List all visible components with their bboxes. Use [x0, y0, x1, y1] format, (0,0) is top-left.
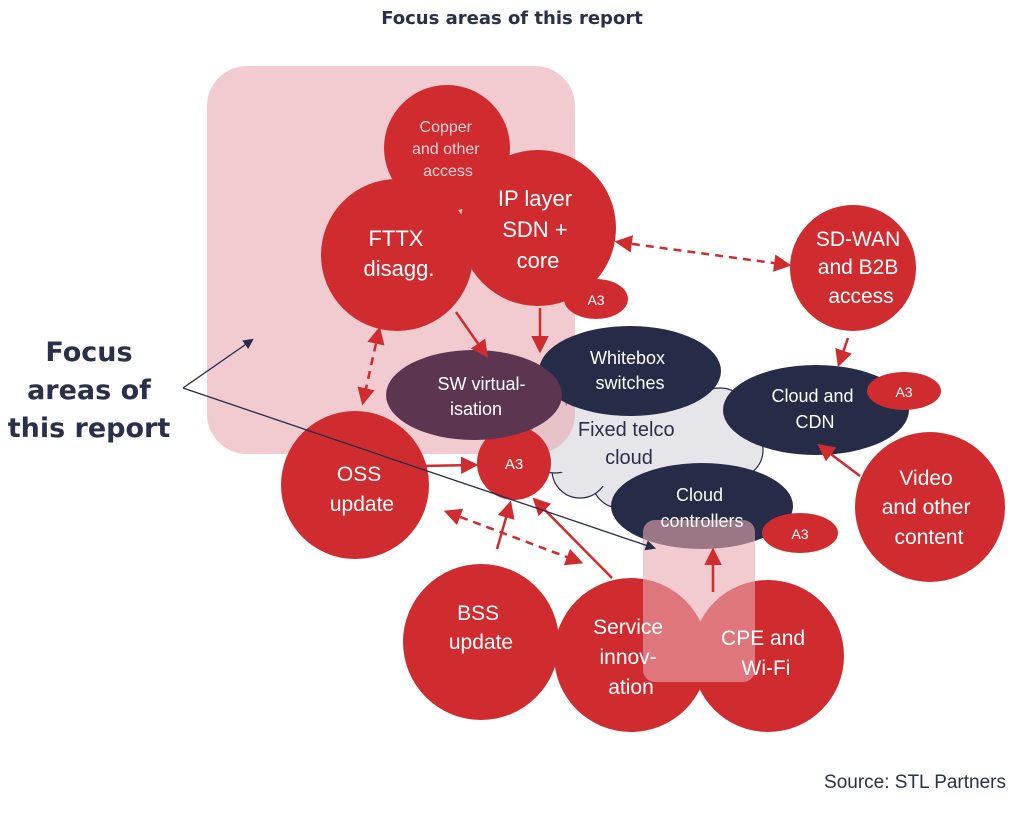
arrow-bss-to-a3 — [495, 500, 515, 550]
node-sw-virtualisation — [386, 350, 562, 440]
node-ip-layer — [460, 150, 616, 306]
arrow-fttx-to-sw — [454, 311, 489, 358]
label-a3-center: A3 — [505, 456, 523, 473]
label-bss: BSS update — [449, 602, 513, 654]
label-copper: Copper and other access — [412, 119, 484, 180]
label-ip-layer: IP layer SDN + core — [498, 186, 578, 273]
arrow-oss-to-a3 — [419, 456, 479, 475]
dashed-arrow-fttx-oss — [357, 326, 385, 406]
chart-title: Focus areas of this report — [381, 8, 643, 29]
label-sw-virtualisation: SW virtual- isation — [437, 374, 530, 419]
pointer-to-small-box — [182, 387, 656, 551]
label-cloud-controllers: Cloud controllers — [660, 485, 743, 531]
label-service: Service innov- ation — [593, 616, 669, 699]
label-a3-cdn: A3 — [895, 384, 912, 400]
label-fixed-cloud: Fixed telco cloud — [578, 419, 680, 469]
badge-a3-controllers — [762, 513, 838, 553]
focus-areas-label: Focus areas of this report — [6, 334, 172, 448]
label-a3-ip: A3 — [587, 292, 604, 308]
node-video — [855, 432, 1005, 582]
arrow-sdwan-to-cdn — [835, 337, 852, 368]
source-note: Source: STL Partners — [824, 772, 1006, 793]
label-a3-controllers: A3 — [791, 526, 808, 542]
node-whitebox — [539, 326, 721, 416]
node-fttx — [321, 179, 473, 331]
badge-a3-cdn — [867, 372, 941, 410]
pointer-to-main-box — [182, 338, 254, 389]
badge-a3-ip — [564, 279, 628, 319]
node-bss — [403, 564, 559, 720]
focus-label-line-3: this report — [7, 413, 171, 444]
node-oss — [281, 411, 429, 559]
label-cpe: CPE and Wi-Fi — [721, 627, 811, 680]
node-cloud-cdn — [723, 365, 909, 455]
label-cloud-cdn: Cloud and CDN — [771, 386, 858, 432]
focus-label-line-1: Focus — [45, 337, 133, 368]
label-whitebox: Whitebox switches — [590, 348, 670, 393]
label-fttx: FTTX disagg. — [364, 226, 435, 281]
arrow-video-to-cdn — [817, 443, 861, 477]
dashed-arrow-ip-sdwan — [614, 235, 792, 272]
label-video: Video and other content — [882, 467, 977, 549]
node-sdwan — [790, 205, 916, 331]
focus-label-line-2: areas of — [27, 375, 151, 406]
label-oss: OSS update — [330, 463, 394, 516]
badge-a3-center — [477, 426, 551, 500]
focus-area-box-small — [643, 520, 755, 682]
label-sdwan: SD-WAN and B2B access — [816, 228, 906, 308]
dashed-arrow-oss-service — [443, 508, 584, 566]
